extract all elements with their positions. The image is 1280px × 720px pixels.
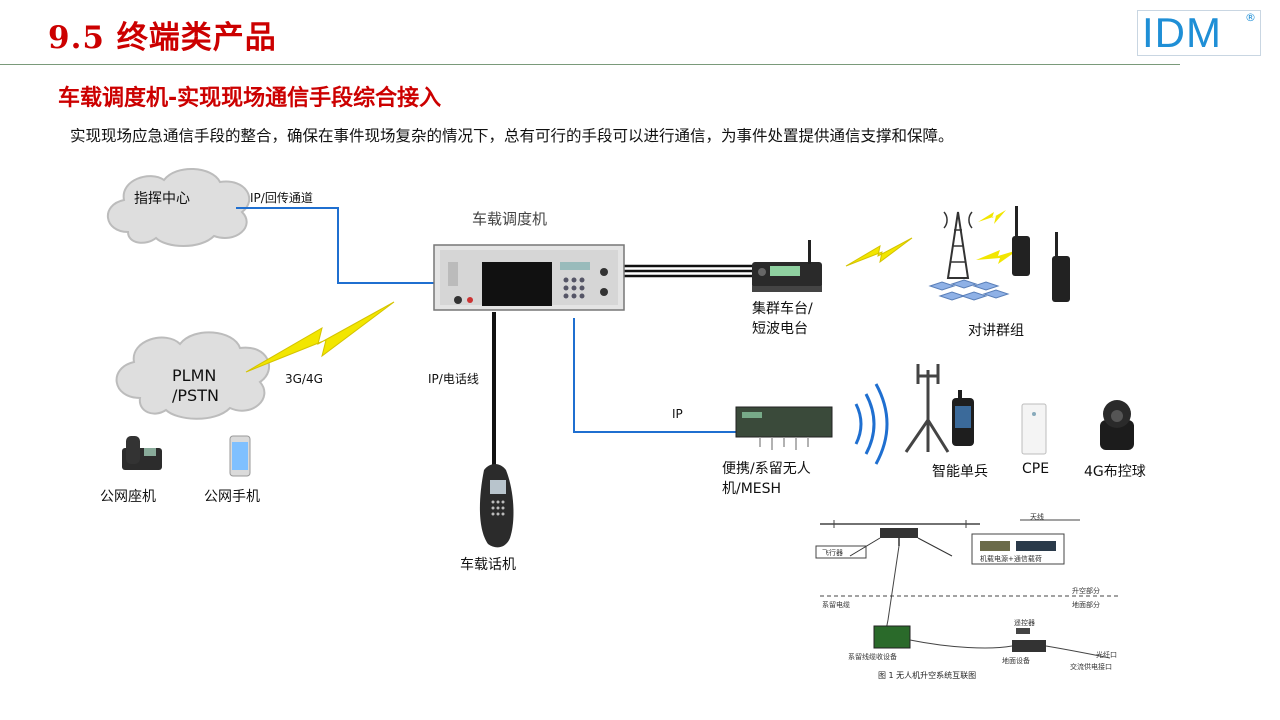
dispatcher-device-icon (433, 244, 625, 311)
smart-soldier-icon (952, 390, 974, 446)
plmn-cloud-icon (115, 331, 271, 420)
portable-uav-label: 便携/系留无人 (722, 461, 811, 477)
uav-tether-cable-label: 系留电缆 (822, 601, 850, 609)
command-center-label: 指挥中心 (134, 191, 190, 207)
cpe-icon (1021, 403, 1047, 455)
radio-cables (622, 264, 752, 278)
car-phone-icon (479, 464, 514, 548)
portable-mesh-icon (735, 406, 833, 450)
smart-soldier-label: 智能单兵 (932, 464, 988, 480)
uav-system-figure (815, 519, 1120, 659)
public-mobile-label: 公网手机 (204, 489, 260, 505)
dome-camera-4g-icon (1100, 400, 1134, 450)
car-phone-label: 车载话机 (460, 557, 516, 573)
uav-ground-equipment-label: 地面设备 (1002, 657, 1030, 665)
company-logo: IDM ® (1137, 9, 1261, 56)
uav-fiber-label: 光纤口 (1096, 651, 1117, 659)
section-title: 9.5 终端类产品 (48, 20, 277, 56)
trunk-radio-label: 集群车台/ (752, 301, 813, 317)
lightning-radio-icon (845, 237, 913, 267)
ip-phone-line-label: IP/电话线 (428, 372, 479, 386)
uav-ground-part-label: 地面部分 (1072, 601, 1100, 609)
logo-text: IDM (1142, 9, 1222, 56)
public-landline-label: 公网座机 (100, 489, 156, 505)
ip-label: IP (672, 407, 683, 421)
plmn-label: PLMN (172, 366, 217, 385)
uav-antenna-label: 天线 (1030, 513, 1044, 521)
uav-payload-label: 机载电源+通信载荷 (980, 555, 1042, 563)
header-divider (0, 64, 1180, 65)
ip-backhaul-link (236, 207, 434, 284)
talk-group-icon (928, 206, 1070, 302)
ip-backhaul-label: IP/回传通道 (250, 191, 313, 205)
uav-ac-power-label: 交流供电接口 (1070, 663, 1112, 671)
landline-phone-icon (122, 436, 162, 470)
dispatcher-label: 车载调度机 (472, 210, 548, 228)
command-center-cloud-icon (106, 167, 251, 247)
uav-flyer-label: 飞行器 (822, 549, 843, 557)
slide-description: 实现现场应急通信手段的整合，确保在事件现场复杂的情况下，总有可行的手段可以进行通… (70, 127, 954, 145)
shortwave-radio-label: 短波电台 (752, 321, 808, 337)
uav-air-part-label: 升空部分 (1072, 587, 1100, 595)
3g4g-label: 3G/4G (285, 372, 323, 386)
radio-waves-icon (854, 383, 889, 465)
trunk-radio-icon (752, 240, 822, 292)
talk-group-label: 对讲群组 (968, 323, 1024, 339)
uav-remote-label: 遥控器 (1014, 619, 1035, 627)
lightning-small-icon-2 (976, 250, 1018, 264)
pstn-label: /PSTN (172, 386, 219, 405)
tripod-antenna-icon (904, 364, 950, 453)
registered-mark: ® (1245, 11, 1256, 24)
uav-tether-recv-label: 系留线缆收设备 (848, 653, 897, 661)
lightning-small-icon (978, 210, 1006, 224)
cpe-label: CPE (1022, 461, 1050, 477)
ip-link (573, 318, 740, 433)
mobile-phone-icon (229, 435, 251, 477)
uav-figure-caption: 图 1 无人机升空系统互联图 (878, 671, 977, 680)
lightning-3g4g-icon (245, 301, 395, 373)
slide-subtitle: 车载调度机-实现现场通信手段综合接入 (58, 86, 442, 111)
mesh-label: 机/MESH (722, 481, 782, 497)
dome-4g-label: 4G布控球 (1084, 464, 1146, 480)
